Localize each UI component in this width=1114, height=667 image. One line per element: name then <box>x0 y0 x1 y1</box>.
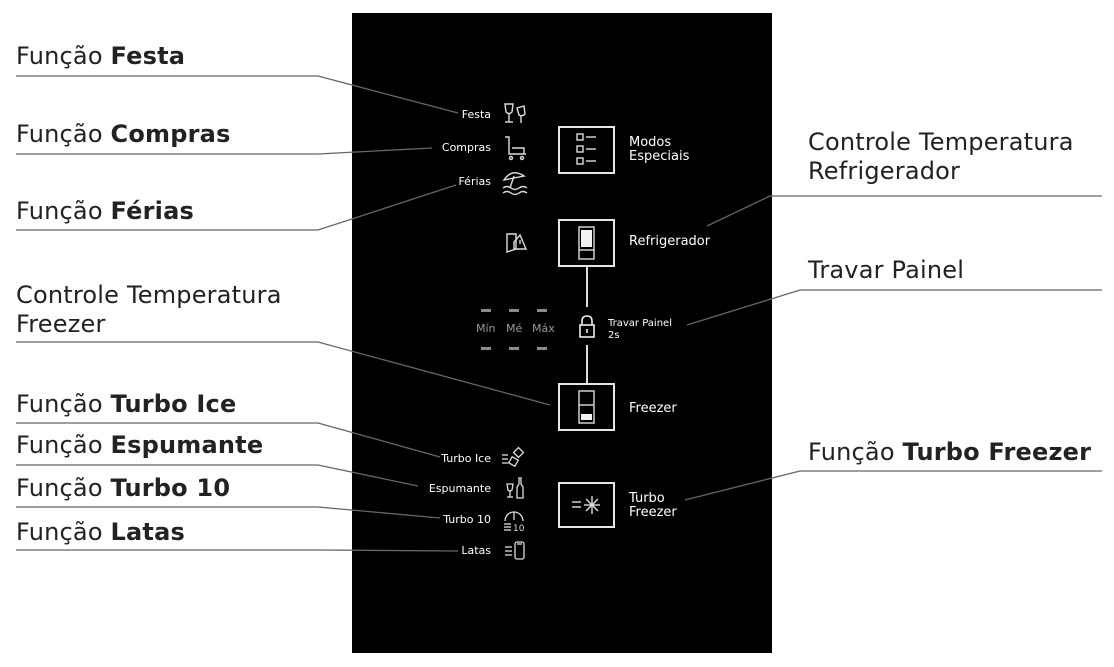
callout-festa: Função Festa <box>16 42 186 70</box>
door-alarm-icon <box>506 233 528 253</box>
beach-umbrella-icon[interactable] <box>500 168 530 196</box>
scale-dash <box>509 347 519 350</box>
panel-label-espumante: Espumante <box>428 482 491 495</box>
callout-latas: Função Latas <box>16 518 185 546</box>
scale-dash <box>481 347 491 350</box>
scale-dash <box>537 309 547 312</box>
connector-bottom <box>586 345 588 383</box>
callout-espumante: Função Espumante <box>16 431 264 459</box>
callout-turbo10: Função Turbo 10 <box>16 474 231 502</box>
scale-max-label: Máx <box>532 322 555 335</box>
control-panel <box>352 13 772 653</box>
scale-dash <box>481 309 491 312</box>
lock-icon[interactable] <box>578 314 596 340</box>
snowflake-icon <box>572 496 600 514</box>
glasses-icon[interactable] <box>500 100 528 128</box>
panel-label-ferias: Férias <box>458 175 491 188</box>
panel-label-compras: Compras <box>441 141 491 154</box>
cart-icon[interactable] <box>502 134 530 162</box>
panel-label-festa: Festa <box>461 108 491 121</box>
scale-med-label: Mé <box>506 322 523 335</box>
turbo-freezer-button[interactable] <box>558 482 615 528</box>
freezer-icon <box>578 390 595 424</box>
fridge-icon <box>578 226 595 260</box>
scale-min-label: Mín <box>476 322 496 335</box>
bottle-icon[interactable] <box>504 476 526 502</box>
scale-dash <box>537 347 547 350</box>
refrigerador-label: Refrigerador <box>629 234 711 249</box>
panel-label-latas: Latas <box>461 544 491 557</box>
freezer-button[interactable] <box>558 383 615 431</box>
callout-ferias: Função Férias <box>16 197 194 225</box>
callout-compras: Função Compras <box>16 120 231 148</box>
ice-cubes-icon[interactable] <box>500 446 528 470</box>
can-icon[interactable] <box>503 539 527 563</box>
modos-especiais-button[interactable] <box>558 126 615 174</box>
list-icon <box>576 133 596 165</box>
scale-dash <box>509 309 519 312</box>
refrigerador-button[interactable] <box>558 219 615 267</box>
timer-10-icon[interactable]: 10 <box>502 507 530 533</box>
panel-label-turbo10: Turbo 10 <box>443 513 491 526</box>
svg-text:10: 10 <box>513 524 525 533</box>
callout-turbo-ice: Função Turbo Ice <box>16 390 237 418</box>
callout-travar-painel: Travar Painel <box>808 256 965 284</box>
connector-top <box>586 267 588 307</box>
freezer-label: Freezer <box>629 401 677 416</box>
panel-label-turbo-ice: Turbo Ice <box>441 452 491 465</box>
callout-turbo-freezer: Função Turbo Freezer <box>808 438 1092 466</box>
